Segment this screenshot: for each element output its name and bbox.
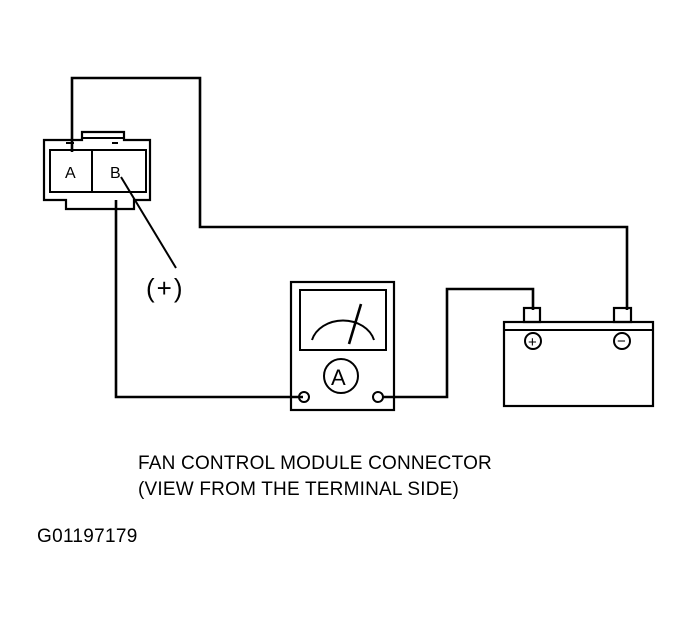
battery-negative-post bbox=[612, 306, 633, 324]
ammeter-terminal-left bbox=[298, 391, 310, 403]
caption-line-1: FAN CONTROL MODULE CONNECTOR bbox=[138, 453, 492, 474]
caption-line-2: (VIEW FROM THE TERMINAL SIDE) bbox=[138, 479, 460, 500]
ammeter-terminal-right bbox=[372, 391, 384, 403]
battery: + − bbox=[502, 306, 655, 408]
figure-id: G01197179 bbox=[37, 526, 138, 547]
battery-positive-post bbox=[522, 306, 542, 324]
battery-negative-symbol: − bbox=[617, 333, 626, 350]
meter-needle bbox=[347, 303, 363, 345]
wire-terminal-a-to-battery-negative bbox=[70, 76, 629, 310]
ammeter: A bbox=[289, 280, 396, 412]
battery-positive-symbol: + bbox=[528, 334, 537, 351]
terminal-b-label: B bbox=[110, 165, 121, 182]
meter-scale-arc bbox=[311, 319, 375, 341]
probe-leader-line bbox=[120, 176, 177, 269]
fan-control-module-connector: A B bbox=[42, 130, 152, 211]
wire-terminal-b-to-ammeter bbox=[114, 200, 303, 399]
ammeter-symbol: A bbox=[331, 365, 346, 390]
terminal-a-label: A bbox=[65, 165, 76, 182]
probe-polarity-label: (+) bbox=[146, 273, 185, 303]
ammeter-dial-circle bbox=[323, 358, 359, 394]
wire-ammeter-to-battery-positive bbox=[382, 287, 535, 399]
